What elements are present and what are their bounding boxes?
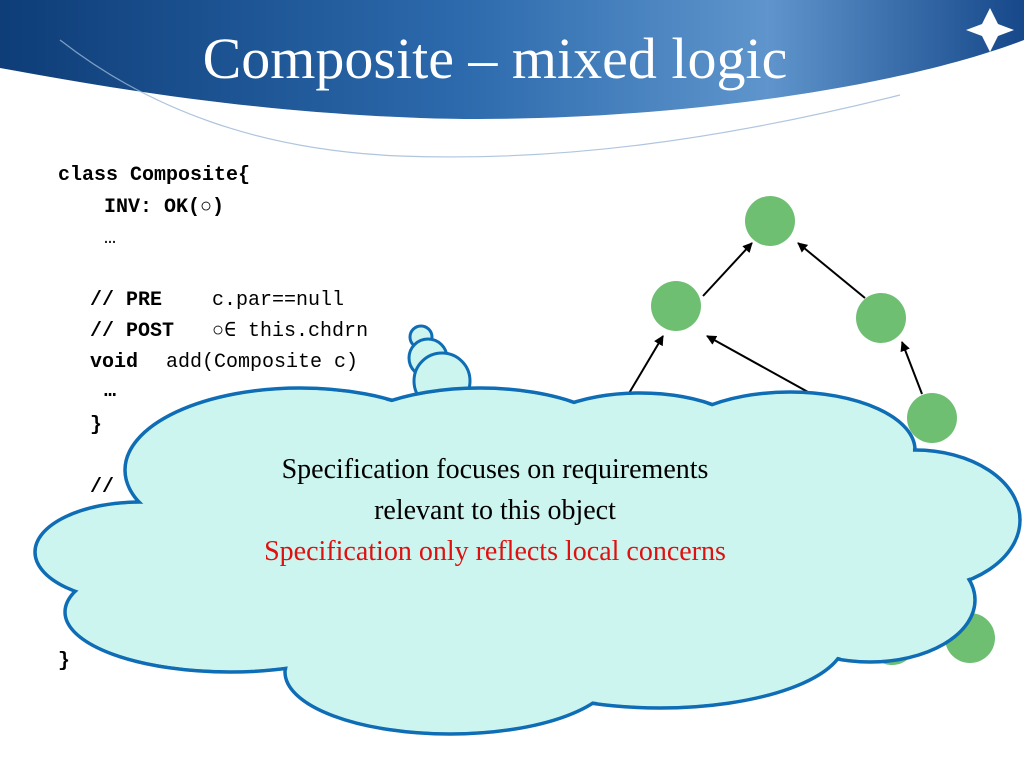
callout-line-2: relevant to this object bbox=[374, 495, 616, 526]
code-method-ellipsis: … bbox=[104, 380, 117, 403]
code-invariant: INV: OK(○) bbox=[104, 196, 225, 219]
edge-leaf-to-right bbox=[900, 341, 923, 395]
code-method-signature: add(Composite c) bbox=[166, 351, 359, 374]
node-root bbox=[745, 196, 795, 246]
code-post-comment: // POST bbox=[90, 320, 175, 343]
code-pre-comment: // PRE bbox=[90, 289, 163, 312]
slide-title: Composite – mixed logic bbox=[202, 26, 788, 91]
code-pre-condition: c.par==null bbox=[212, 289, 345, 312]
edge-left-to-root bbox=[702, 242, 753, 297]
code-method-close: } bbox=[90, 414, 103, 437]
code-method-keyword: void bbox=[90, 351, 139, 374]
code-class-declaration: class Composite{ bbox=[58, 164, 251, 187]
edge-right-to-root bbox=[797, 242, 866, 299]
edge-leaf-to-left bbox=[624, 335, 664, 401]
node-leaf bbox=[907, 393, 957, 443]
node-right bbox=[856, 293, 906, 343]
code-ellipsis: … bbox=[104, 227, 117, 250]
callout-line-1: Specification focuses on requirements bbox=[281, 454, 709, 485]
node-left bbox=[651, 281, 701, 331]
code-partial-comment: // bbox=[90, 476, 115, 499]
code-class-close: } bbox=[58, 650, 71, 673]
speech-cloud-fill bbox=[37, 390, 1018, 732]
title-banner bbox=[0, 0, 1024, 158]
edge-middle-to-left bbox=[706, 335, 809, 393]
code-post-condition: ○∈ this.chdrn bbox=[212, 320, 369, 343]
sparkle-icon bbox=[966, 8, 1014, 52]
callout-line-3: Specification only reflects local concer… bbox=[264, 536, 726, 567]
